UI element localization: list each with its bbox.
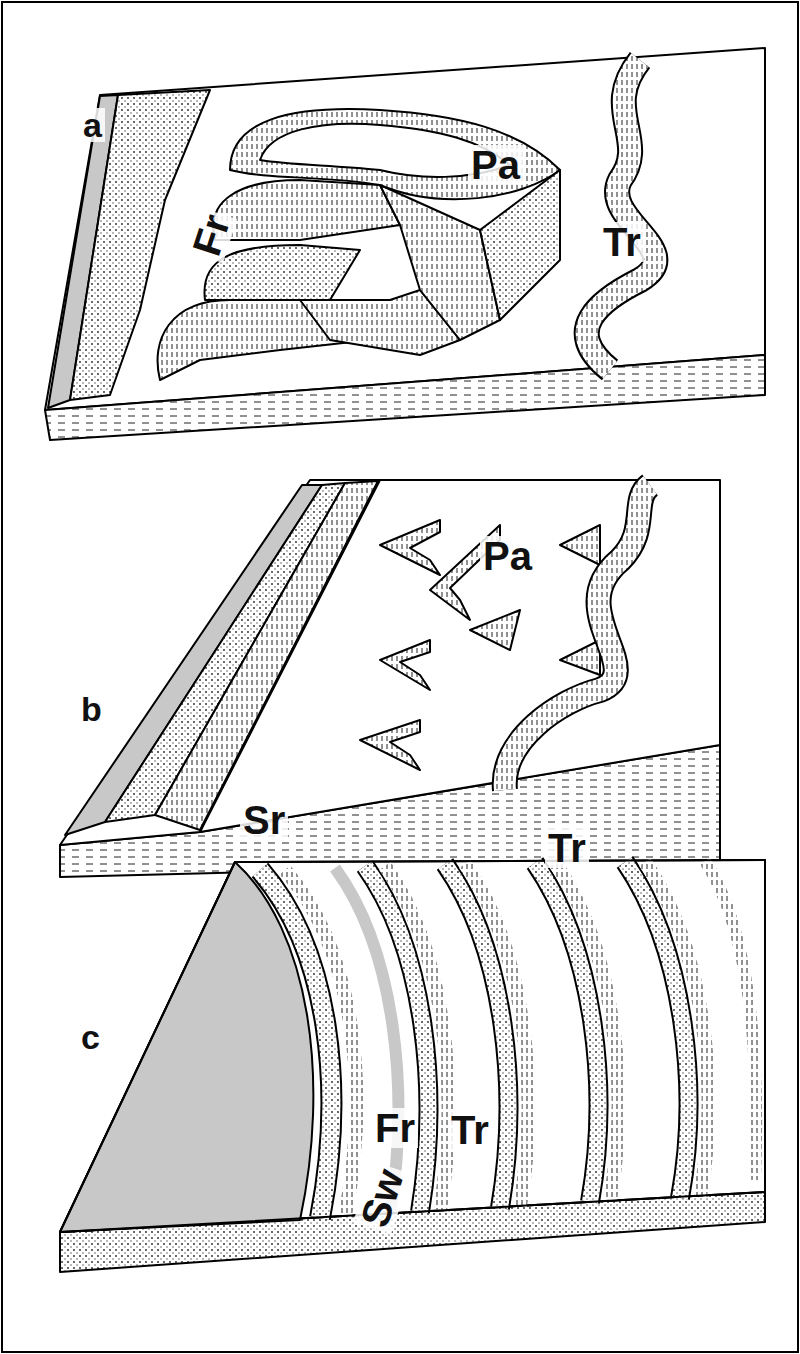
panel-letter: b — [78, 692, 105, 726]
facies-label: Fr — [372, 1108, 418, 1148]
facies-label: Tr — [448, 1110, 492, 1150]
facies-label: Pa — [480, 536, 535, 576]
facies-label: Sr — [240, 800, 288, 840]
facies-label: Tr — [600, 222, 644, 262]
facies-label: Tr — [545, 828, 589, 868]
facies-label: Pa — [468, 145, 523, 185]
panel-letter: a — [80, 108, 105, 142]
panel-letter: c — [78, 1020, 103, 1054]
